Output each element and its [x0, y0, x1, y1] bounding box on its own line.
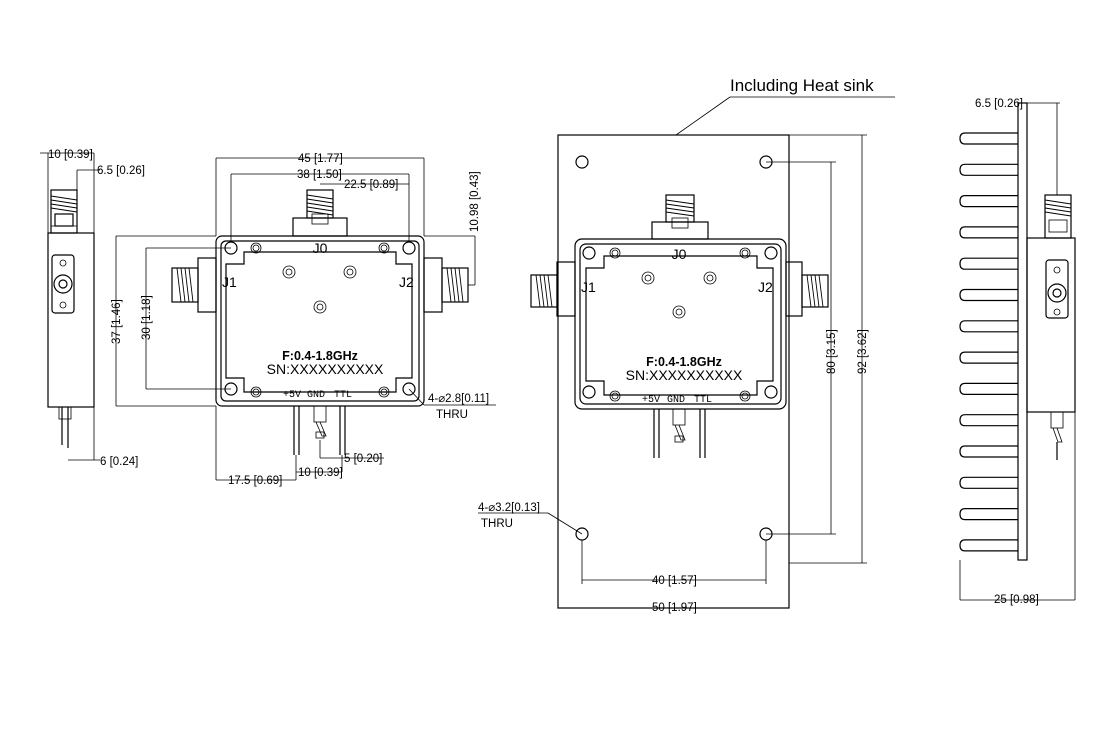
hs-label-j1: J1 [581, 279, 596, 295]
module-serial: SN:XXXXXXXXXX [267, 361, 384, 377]
dim-width-10: 10 [0.39] [298, 467, 343, 479]
hole-callout-small: 4-⌀2.8[0.11] [428, 393, 489, 405]
side-view-left: 10 [0.39] 6.5 [0.26] 6 [0.24] [40, 149, 145, 468]
hs-label-j2: J2 [758, 279, 773, 295]
dim-height-92: 92 [3.62] [857, 329, 869, 374]
module-frequency: F:0.4-1.8GHz [282, 349, 358, 363]
dim-hs-25: 25 [0.98] [994, 594, 1039, 606]
label-j0: J0 [313, 240, 328, 256]
hole-callout-large: 4-⌀3.2[0.13] [478, 502, 540, 514]
hs-pin-label-gnd: GND [667, 395, 685, 406]
front-view-module: J0 J1 J2 F:0.4-1.8GHz SN:XXXXXXXXXX +5V … [111, 153, 496, 487]
label-j2: J2 [399, 274, 414, 290]
dim-height-10-98: 10.98 [0.43] [469, 171, 481, 232]
dim-side-6-5: 6.5 [0.26] [97, 165, 145, 177]
dim-side-6: 6 [0.24] [100, 456, 138, 468]
label-j1: J1 [222, 274, 237, 290]
pin-label-ttl: TTL [334, 390, 352, 401]
hs-module-frequency: F:0.4-1.8GHz [646, 355, 722, 369]
hs-pin-label-ttl: TTL [694, 395, 712, 406]
heatsink-note: Including Heat sink [730, 76, 874, 95]
dim-width-50: 50 [1.97] [652, 602, 697, 614]
hole-callout-small-thru: THRU [436, 409, 468, 421]
side-view-heatsink: 6.5 [0.26] 25 [0.98] [959, 98, 1076, 606]
hs-module-serial: SN:XXXXXXXXXX [626, 367, 743, 383]
dim-side-10: 10 [0.39] [48, 149, 93, 161]
dim-height-80: 80 [3.15] [826, 329, 838, 374]
dim-width-5: 5 [0.20] [344, 453, 382, 465]
dim-width-40: 40 [1.57] [652, 575, 697, 587]
dim-width-45: 45 [1.77] [298, 153, 343, 165]
hs-pin-label-5v: +5V [642, 395, 660, 406]
hole-callout-large-thru: THRU [481, 518, 513, 530]
dim-hs-6-5: 6.5 [0.26] [975, 98, 1023, 110]
pin-label-5v: +5V [283, 390, 301, 401]
dim-height-37: 37 [1.46] [111, 299, 123, 344]
dim-height-30: 30 [1.18] [141, 295, 153, 340]
dim-width-17-5: 17.5 [0.69] [228, 475, 282, 487]
front-view-heatsink: J0 J1 J2 F:0.4-1.8GHz SN:XXXXXXXXXX +5V … [478, 76, 895, 614]
dim-width-22-5: 22.5 [0.89] [344, 179, 398, 191]
pin-label-gnd: GND [307, 390, 325, 401]
hs-label-j0: J0 [672, 246, 687, 262]
dim-width-38: 38 [1.50] [297, 169, 342, 181]
